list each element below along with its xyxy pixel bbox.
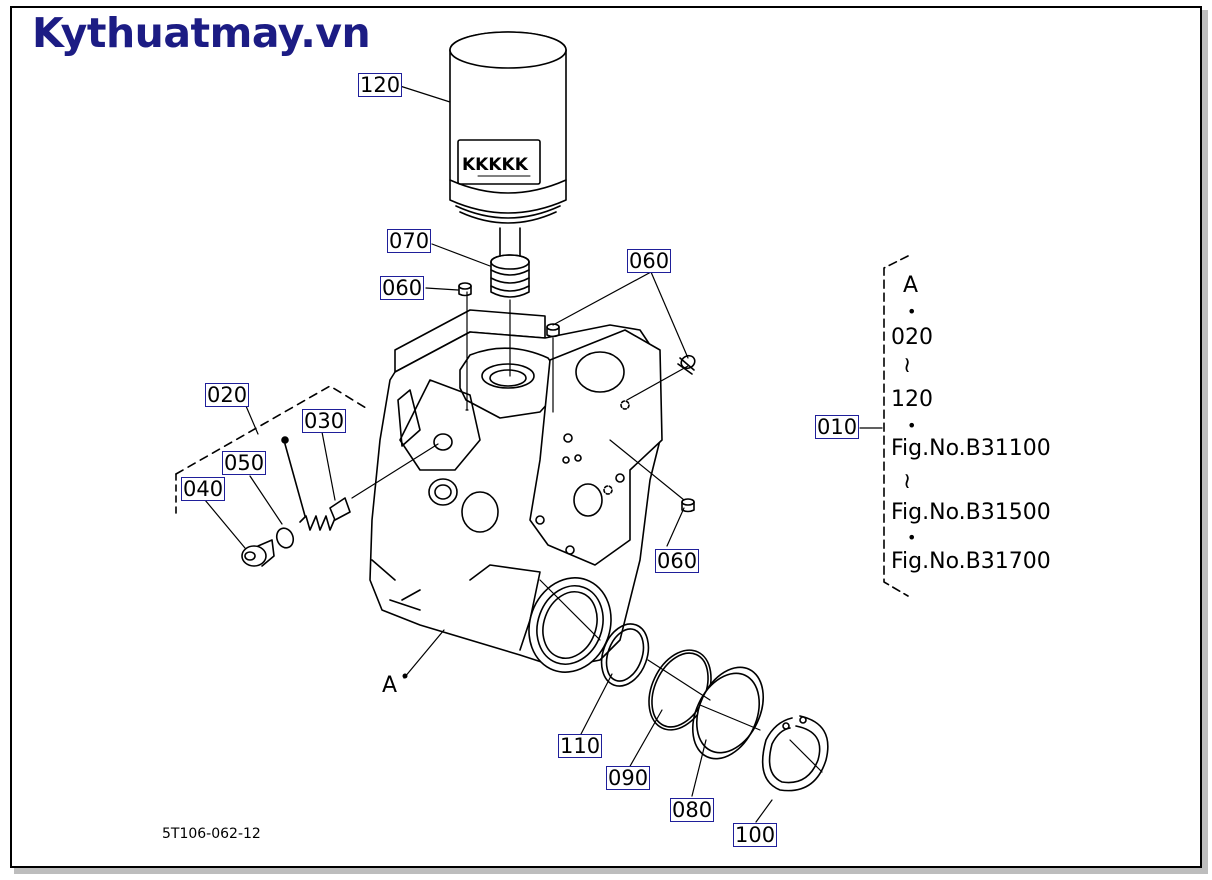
frame-shadow-bottom bbox=[14, 868, 1208, 874]
plug-060-far-right bbox=[677, 354, 696, 375]
legend-fig-2: Fig.No.B31500 bbox=[891, 500, 1051, 525]
legend-end: 120 bbox=[891, 387, 933, 412]
callout-060-top: 060 bbox=[380, 276, 425, 300]
plug-060-lower-right bbox=[681, 498, 695, 513]
filter-print: KKKKK bbox=[462, 155, 529, 175]
callout-060-lower: 060 bbox=[655, 549, 700, 573]
plug-060-top bbox=[458, 282, 472, 297]
legend-dot-1: • bbox=[907, 302, 917, 321]
legend-tilde-1: ≀ bbox=[903, 353, 912, 378]
legend-bracket bbox=[883, 255, 909, 597]
drawing-code: 5T106-062-12 bbox=[162, 826, 261, 842]
filter-nipple bbox=[490, 227, 530, 298]
callout-070: 070 bbox=[387, 229, 432, 253]
legend-start: 020 bbox=[891, 325, 933, 350]
cover-080 bbox=[692, 666, 764, 760]
plug-060-upper-right bbox=[546, 323, 560, 338]
legend-fig-1: Fig.No.B31100 bbox=[891, 436, 1051, 461]
brand-logo: Kythuatmay.vn bbox=[32, 9, 371, 57]
callout-060-right: 060 bbox=[627, 249, 672, 273]
callout-120: 120 bbox=[358, 73, 403, 97]
callout-030: 030 bbox=[302, 409, 347, 433]
callout-050: 050 bbox=[222, 451, 267, 475]
assembly-marker-a: A bbox=[382, 673, 398, 698]
snap-ring-110 bbox=[600, 623, 650, 687]
snap-ring-100 bbox=[761, 715, 829, 792]
callout-010: 010 bbox=[815, 415, 860, 439]
legend-dot-3: • bbox=[907, 528, 917, 547]
legend-tilde-2: ≀ bbox=[903, 469, 912, 494]
leader-lines bbox=[204, 85, 883, 823]
callout-110: 110 bbox=[558, 734, 603, 758]
relief-valve-group bbox=[175, 385, 367, 567]
callout-020: 020 bbox=[205, 383, 250, 407]
main-housing bbox=[369, 309, 663, 673]
legend-dot-2: • bbox=[907, 416, 917, 435]
oil-filter-cartridge: KKKKK bbox=[449, 31, 567, 224]
frame-shadow-right bbox=[1202, 10, 1208, 872]
callout-100: 100 bbox=[733, 823, 778, 847]
callout-040: 040 bbox=[181, 477, 226, 501]
legend-a: A bbox=[903, 273, 919, 298]
legend-fig-3: Fig.No.B31700 bbox=[891, 549, 1051, 574]
callout-090: 090 bbox=[606, 766, 651, 790]
callout-080: 080 bbox=[670, 798, 715, 822]
